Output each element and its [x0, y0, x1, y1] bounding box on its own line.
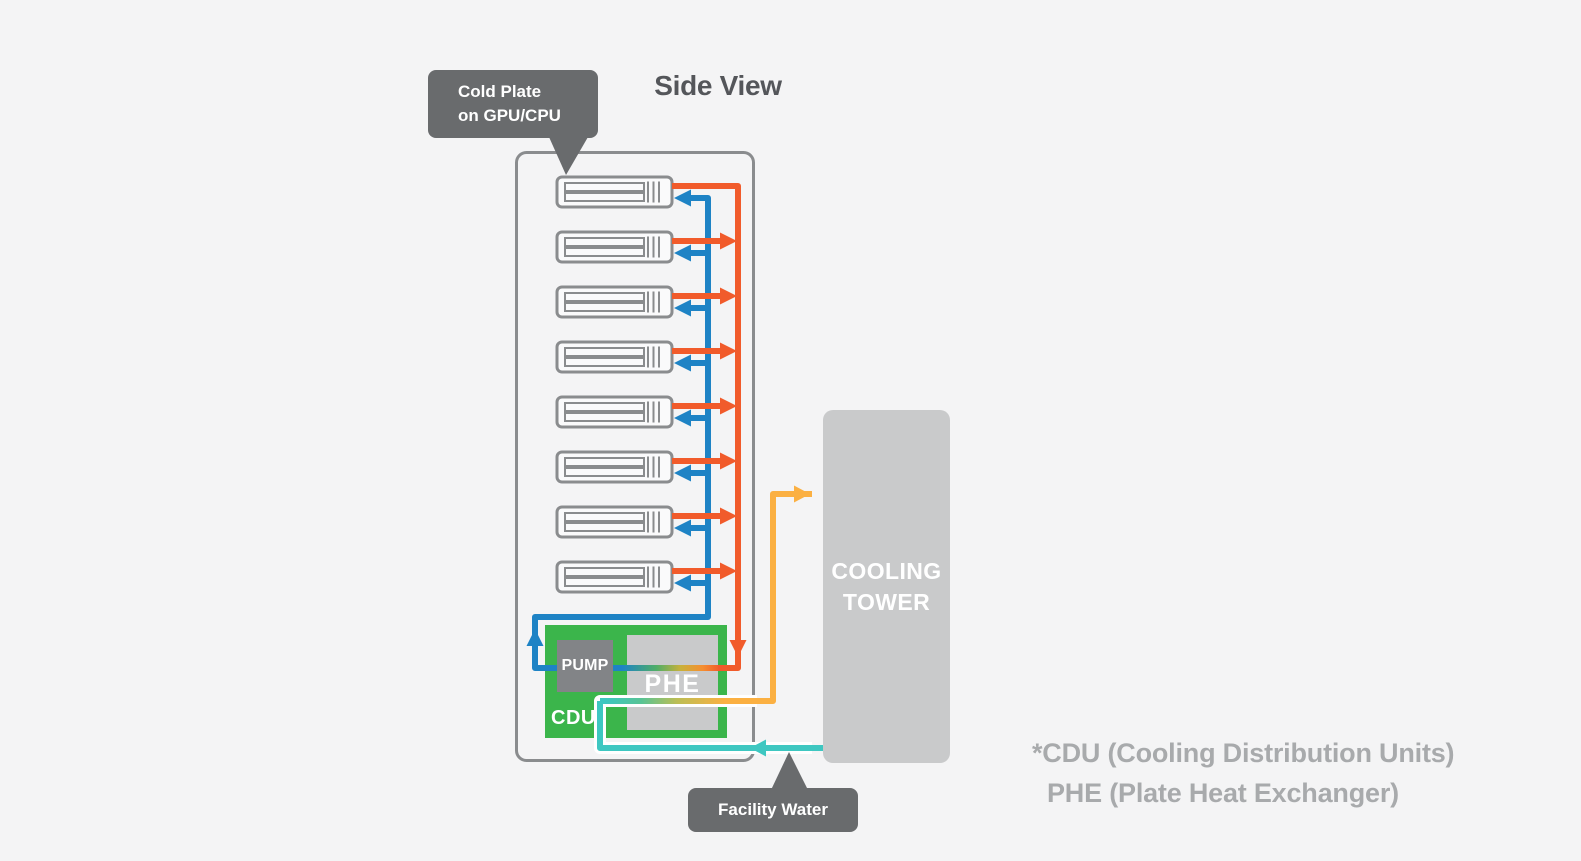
phe-label: PHE — [644, 670, 701, 698]
server-unit — [555, 285, 674, 319]
flow-arrow-out-of-server-icon — [720, 232, 737, 250]
facility-water-callout-pointer — [771, 752, 808, 790]
facility-water-label: Facility Water — [718, 800, 828, 819]
cold-liquid-server-stubs — [674, 189, 708, 592]
server-unit — [555, 505, 674, 539]
cold-plate-callout-line2: on GPU/CPU — [458, 106, 561, 125]
footnote: *CDU (Cooling Distribution Units) PHE (P… — [1032, 733, 1455, 813]
flow-arrow-out-of-server-icon — [720, 507, 737, 525]
facility-water-callout: Facility Water — [688, 788, 858, 832]
phe-box — [627, 635, 718, 730]
server-unit — [555, 340, 674, 374]
flow-arrow-into-server-icon — [674, 244, 691, 262]
flow-arrow-out-of-server-icon — [720, 452, 737, 470]
flow-arrow-out-of-server-icon — [720, 287, 737, 305]
hot-liquid-return-line — [672, 183, 741, 671]
flow-arrow-into-server-icon — [674, 299, 691, 317]
server-unit — [555, 450, 674, 484]
flow-arrow-down-icon — [729, 640, 747, 657]
cooling-tower-label: COOLING TOWER — [823, 410, 950, 763]
flow-arrow-into-server-icon — [674, 519, 691, 537]
cdu-label: CDU — [551, 707, 596, 729]
cold-plate-callout-line1: Cold Plate — [458, 82, 542, 101]
pump-label: PUMP — [561, 657, 609, 674]
server-unit — [555, 175, 674, 209]
cold-plate-callout: Cold Plate on GPU/CPU — [428, 70, 598, 138]
server-unit — [555, 560, 674, 594]
facility-warm-line — [757, 491, 812, 704]
flow-arrow-out-of-server-icon — [720, 397, 737, 415]
flow-arrow-into-server-icon — [674, 409, 691, 427]
footnote-line2: PHE (Plate Heat Exchanger) — [1047, 778, 1399, 808]
flow-arrow-up-icon — [526, 629, 544, 646]
flow-arrow-out-of-server-icon — [720, 342, 737, 360]
cooling-tower-label-line1: COOLING — [831, 557, 942, 584]
facility-cool-line — [597, 701, 823, 751]
footnote-line1: *CDU (Cooling Distribution Units) — [1032, 738, 1455, 768]
flow-arrow-right-icon — [794, 485, 810, 503]
flow-arrow-into-server-icon — [674, 354, 691, 372]
page-title: Side View — [654, 70, 782, 101]
pump-box — [557, 640, 613, 692]
flow-arrow-into-server-icon — [674, 574, 691, 592]
flow-arrow-left-icon — [750, 739, 766, 757]
flow-arrow-out-of-server-icon — [720, 562, 737, 580]
cold-plate-callout-pointer — [549, 137, 588, 175]
cooling-tower-box — [823, 410, 950, 763]
server-stack — [555, 175, 674, 594]
server-unit — [555, 395, 674, 429]
server-unit — [555, 230, 674, 264]
cooling-tower-label-line2: TOWER — [842, 588, 931, 615]
hot-liquid-server-stubs — [672, 232, 737, 580]
cold-liquid-supply-line — [532, 195, 711, 671]
flow-arrow-into-server-icon — [674, 189, 691, 207]
flow-arrow-into-server-icon — [674, 464, 691, 482]
server-rack-outline — [515, 151, 755, 762]
